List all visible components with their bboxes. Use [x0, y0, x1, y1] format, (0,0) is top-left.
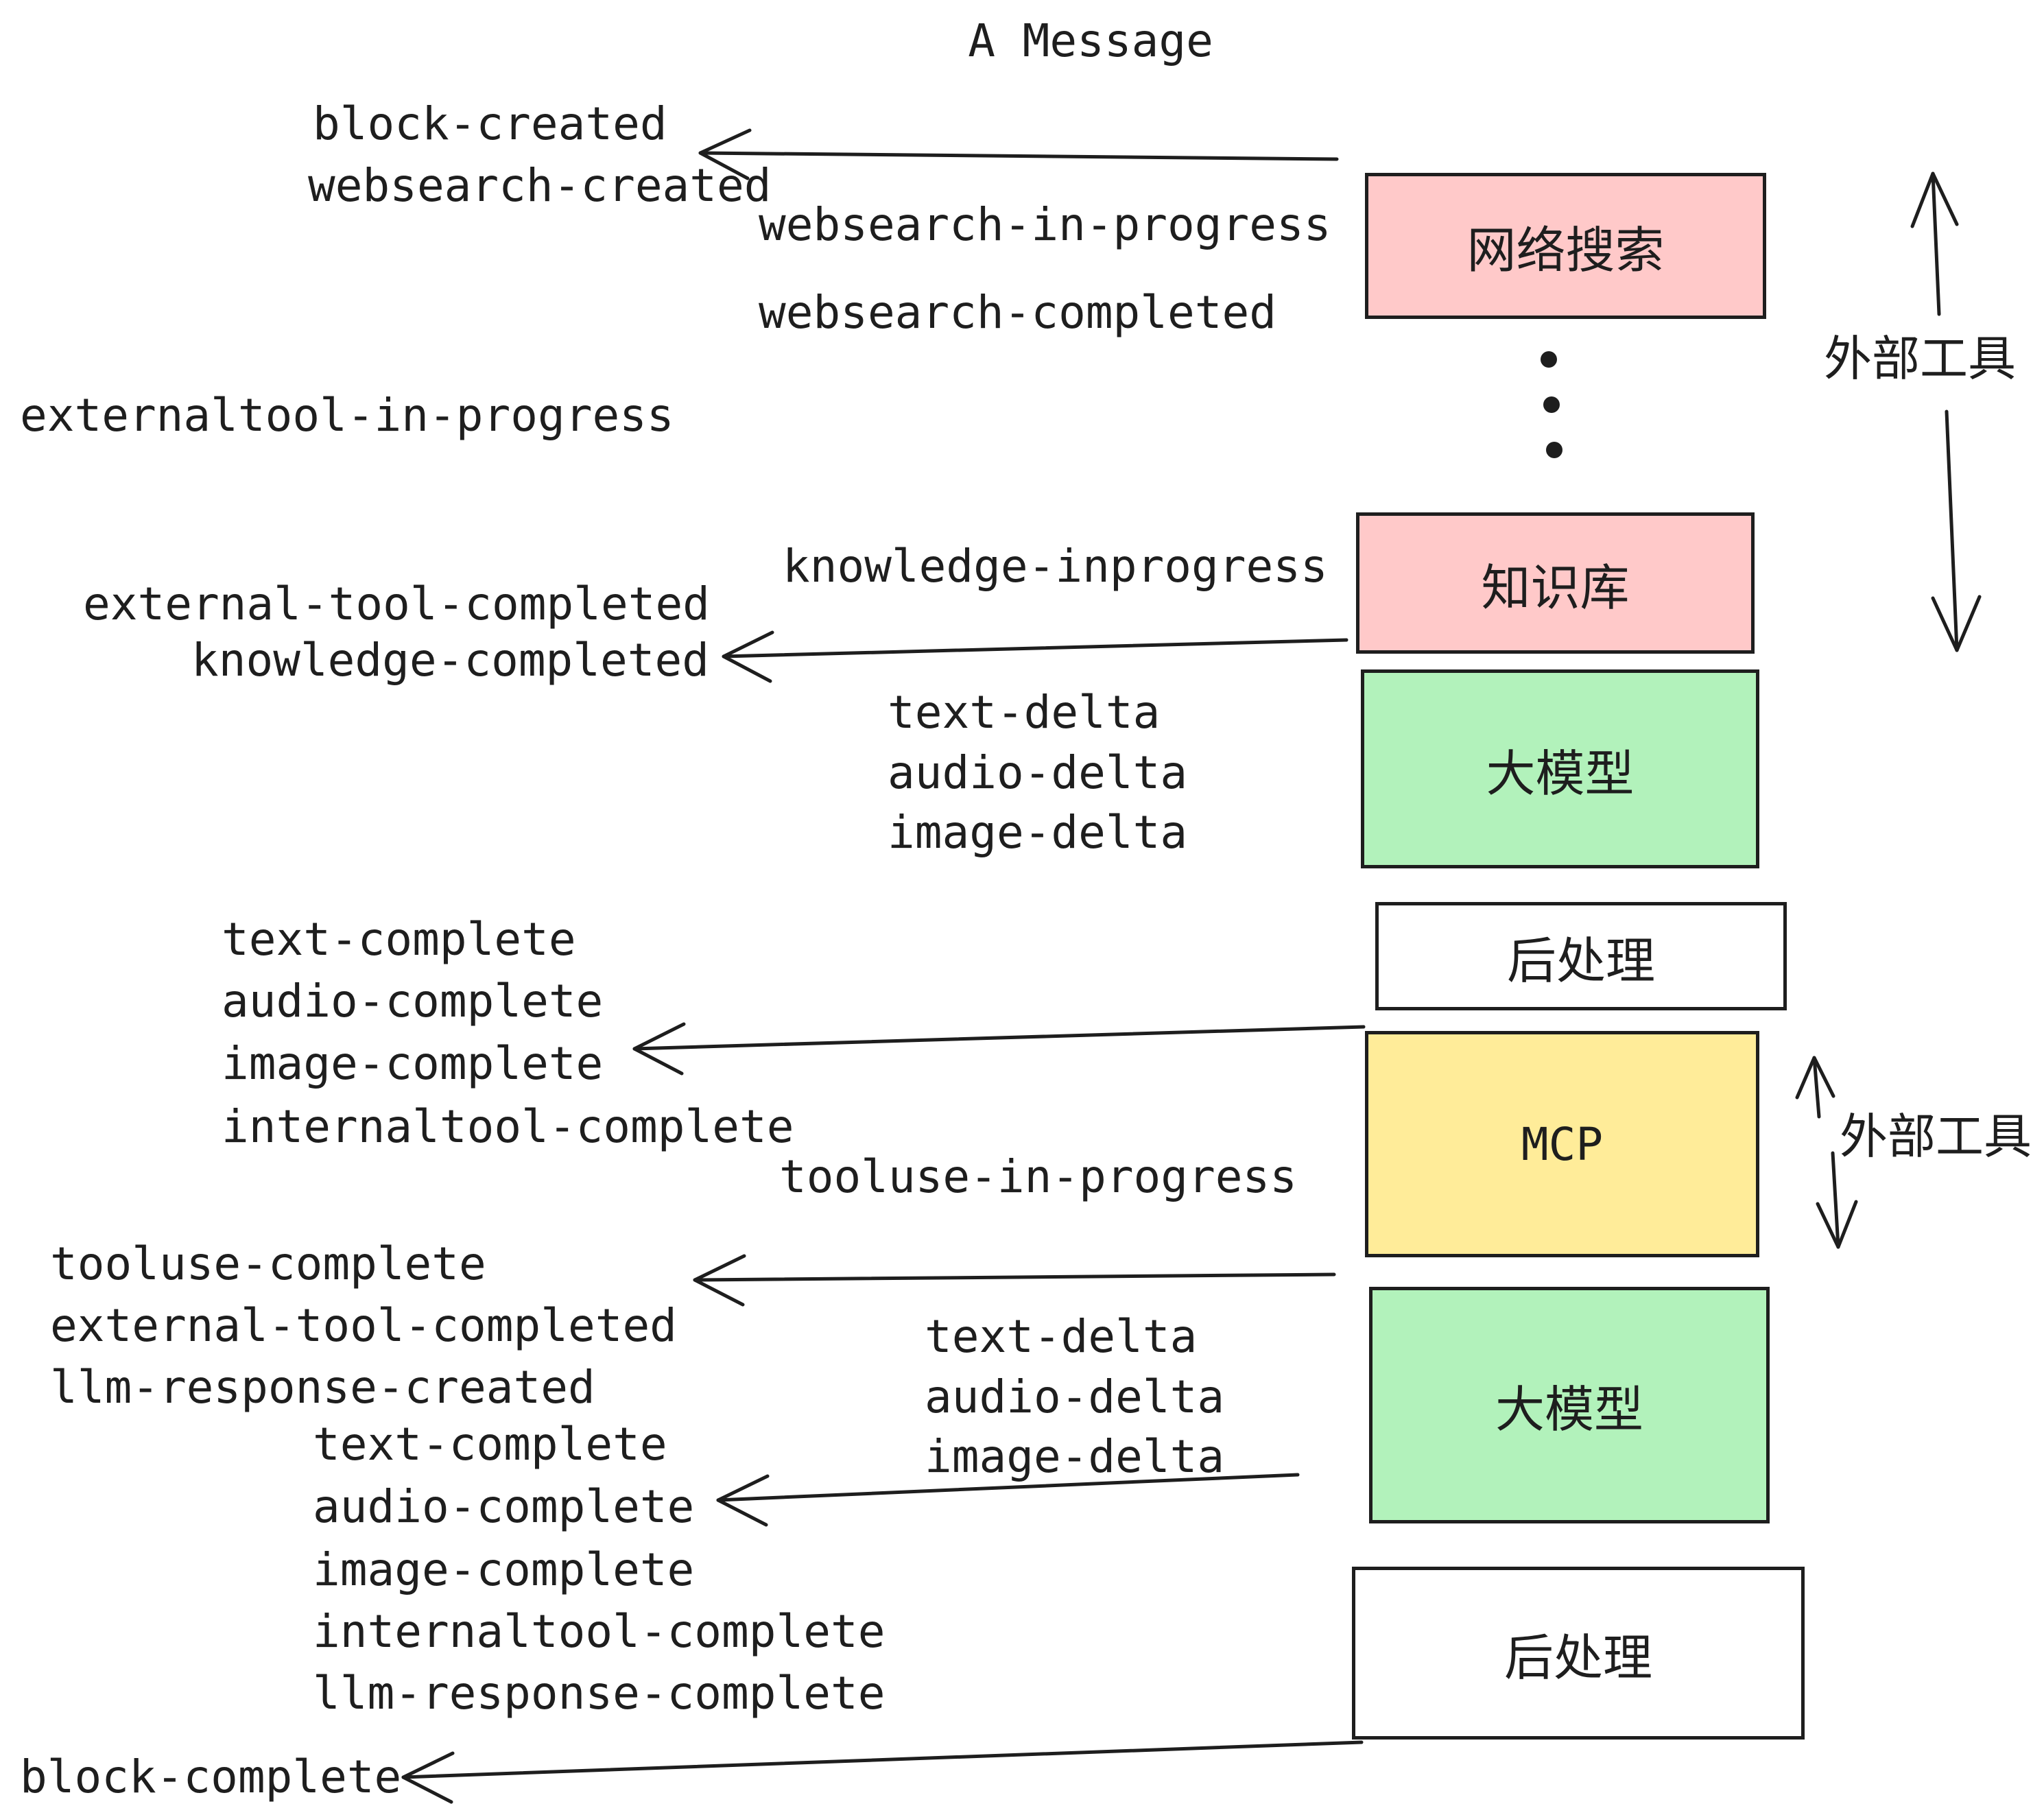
- node-postprocess-2: 后处理: [1352, 1567, 1805, 1740]
- external-tools-range-down-arrow-icon: [1931, 410, 1982, 652]
- event-label-tooluse-complete: tooluse-complete: [50, 1237, 486, 1290]
- node-llm-2: 大模型: [1369, 1287, 1770, 1523]
- mcp-external-tools-down-arrow-icon: [1816, 1151, 1858, 1249]
- node-postprocess-1: 后处理: [1375, 902, 1787, 1010]
- event-label-websearch-in-progress: websearch-in-progress: [759, 198, 1331, 251]
- node-mcp-label: MCP: [1521, 1117, 1604, 1171]
- event-label-text-delta-2: text-delta: [925, 1310, 1198, 1363]
- node-llm-1-label: 大模型: [1486, 744, 1635, 803]
- event-label-audio-delta-1: audio-delta: [888, 746, 1188, 799]
- event-label-text-complete-1: text-complete: [222, 913, 576, 966]
- event-label-text-delta-1: text-delta: [888, 686, 1161, 739]
- event-label-audio-complete-2: audio-complete: [313, 1480, 695, 1533]
- external-tools-range-up-arrow-icon: [1910, 171, 1959, 316]
- node-mcp: MCP: [1365, 1031, 1759, 1257]
- arrow-to-image-complete-icon: [632, 1022, 1366, 1076]
- event-label-image-complete-2: image-complete: [313, 1543, 695, 1596]
- ellipsis-dots-icon: [1541, 351, 1562, 458]
- arrow-to-websearch-created-icon: [698, 128, 1339, 180]
- event-label-audio-delta-2: audio-delta: [925, 1370, 1225, 1423]
- event-label-tooluse-in-progress: tooluse-in-progress: [779, 1150, 1297, 1203]
- event-label-external-tool-completed-2: external-tool-completed: [50, 1299, 677, 1352]
- event-label-externaltool-in-progress: externaltool-in-progress: [20, 389, 674, 442]
- external-tools-annotation-top: 外部工具: [1824, 331, 2016, 387]
- arrow-to-tooluse-complete-icon: [693, 1254, 1336, 1307]
- event-label-internaltool-complete-2: internaltool-complete: [313, 1605, 886, 1658]
- node-knowledge-label: 知识库: [1481, 558, 1630, 617]
- event-label-internaltool-complete-1: internaltool-complete: [222, 1100, 794, 1153]
- event-label-external-tool-completed: external-tool-completed: [83, 578, 710, 630]
- event-label-block-created: block-created: [313, 97, 667, 150]
- external-tools-annotation-bottom: 外部工具: [1840, 1108, 2032, 1165]
- node-postprocess-2-label: 后处理: [1504, 1628, 1652, 1687]
- arrow-to-block-complete-icon: [401, 1740, 1364, 1804]
- event-label-image-delta-2: image-delta: [925, 1430, 1225, 1483]
- event-label-image-delta-1: image-delta: [888, 806, 1188, 859]
- event-label-websearch-completed: websearch-completed: [759, 286, 1276, 339]
- node-knowledge: 知识库: [1356, 512, 1755, 654]
- event-label-llm-response-complete: llm-response-complete: [313, 1667, 886, 1720]
- event-label-block-complete: block-complete: [20, 1750, 402, 1803]
- diagram-title: A Message: [968, 14, 1213, 67]
- event-label-text-complete-2: text-complete: [313, 1418, 667, 1471]
- node-llm-1: 大模型: [1361, 669, 1759, 868]
- event-label-image-complete-1: image-complete: [222, 1037, 604, 1090]
- event-label-llm-response-created: llm-response-created: [50, 1361, 595, 1414]
- event-label-websearch-created: websearch-created: [308, 159, 772, 212]
- event-label-audio-complete-1: audio-complete: [222, 975, 604, 1028]
- node-websearch-label: 网络搜索: [1466, 222, 1665, 279]
- event-label-knowledge-completed: knowledge-completed: [191, 634, 709, 687]
- arrow-to-knowledge-completed-icon: [722, 630, 1348, 683]
- event-label-knowledge-inprogress: knowledge-inprogress: [783, 540, 1328, 593]
- node-postprocess-1-label: 后处理: [1506, 931, 1655, 990]
- node-websearch: 网络搜索: [1365, 173, 1766, 319]
- node-llm-2-label: 大模型: [1495, 1381, 1643, 1438]
- mcp-external-tools-up-arrow-icon: [1795, 1056, 1835, 1119]
